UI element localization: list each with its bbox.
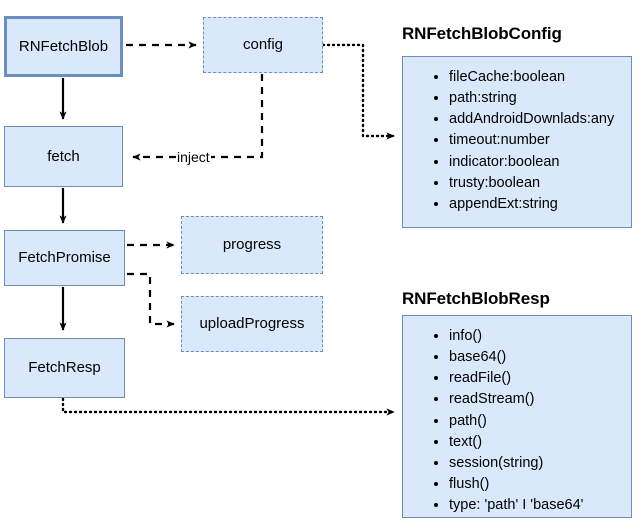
edge-fetchpromise-to-uploadprogress — [127, 272, 175, 328]
list-item: readFile() — [449, 368, 631, 389]
list-item: path:string — [449, 88, 631, 109]
node-progress[interactable]: progress — [181, 216, 323, 274]
list-item: text() — [449, 432, 631, 453]
panel-rnfetchblobconfig: fileCache:boolean path:string addAndroid… — [402, 56, 632, 228]
node-config[interactable]: config — [203, 17, 323, 73]
list-item: indicator:boolean — [449, 152, 631, 173]
node-fetchpromise-label: FetchPromise — [18, 249, 111, 267]
node-rnfetchblob-label: RNFetchBlob — [18, 37, 109, 55]
list-item: fileCache:boolean — [449, 67, 631, 88]
list-item: info() — [449, 326, 631, 347]
panel-title-config: RNFetchBlobConfig — [402, 24, 562, 43]
list-item: addAndroidDownlads:any — [449, 109, 631, 130]
node-rnfetchblob[interactable]: RNFetchBlob — [4, 16, 123, 77]
node-fetch-label: fetch — [47, 147, 80, 165]
list-item: type: 'path' I 'base64' — [449, 495, 631, 516]
node-fetchpromise[interactable]: FetchPromise — [4, 230, 125, 286]
edge-config-inject-to-fetch — [132, 74, 264, 161]
panel-config-list: fileCache:boolean path:string addAndroid… — [403, 57, 631, 215]
edge-label-inject: inject — [176, 149, 211, 165]
panel-rnfetchblobresp: info() base64() readFile() readStream() … — [402, 315, 632, 518]
node-progress-label: progress — [222, 236, 282, 254]
node-config-label: config — [242, 36, 284, 54]
list-item: flush() — [449, 474, 631, 495]
node-fetchresp-label: FetchResp — [28, 359, 101, 377]
list-item: path() — [449, 411, 631, 432]
list-item: appendExt:string — [449, 194, 631, 215]
list-item: session(string) — [449, 453, 631, 474]
list-item: readStream() — [449, 389, 631, 410]
list-item: base64() — [449, 347, 631, 368]
node-uploadprogress[interactable]: uploadProgress — [181, 296, 323, 352]
edge-config-to-config-panel — [321, 43, 396, 140]
edge-fetchresp-to-resp-panel — [61, 397, 396, 416]
node-fetch[interactable]: fetch — [4, 126, 123, 187]
panel-title-resp: RNFetchBlobResp — [402, 289, 550, 308]
node-fetchresp[interactable]: FetchResp — [4, 338, 125, 398]
list-item: trusty:boolean — [449, 173, 631, 194]
list-item: timeout:number — [449, 130, 631, 151]
node-uploadprogress-label: uploadProgress — [199, 315, 305, 333]
panel-resp-list: info() base64() readFile() readStream() … — [403, 316, 631, 516]
